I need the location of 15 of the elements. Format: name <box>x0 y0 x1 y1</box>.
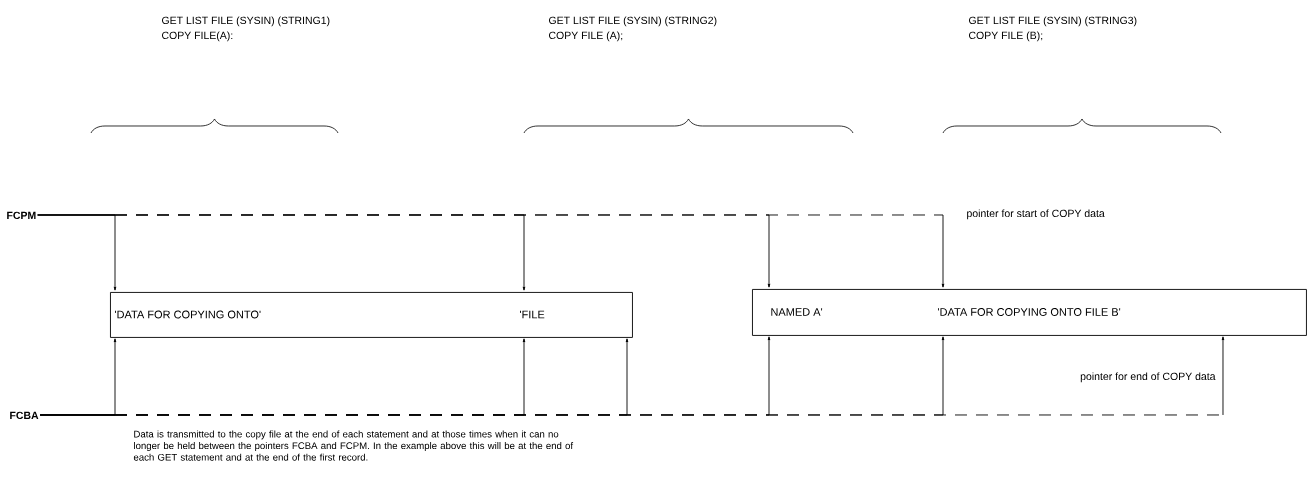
pointer-note: pointer for end of COPY data <box>1080 372 1216 383</box>
pointer-name: FCBA <box>10 411 39 420</box>
pointer-note: pointer for start of COPY data <box>967 209 1105 220</box>
pointer-name: FCPM <box>7 211 36 220</box>
note-paragraph: Data is transmitted to the copy file at the end of each statement and at those times when it can no longer be held between the pointers FCBA and FCPM. In the example above this will be at the end of each GET statement and at the end of the first record. <box>133 430 574 461</box>
pointer-arrow <box>114 214 945 288</box>
code-line: GET LIST FILE (SYSIN) (STRING2) <box>549 16 717 27</box>
code-line: GET LIST FILE (SYSIN) (STRING1) <box>162 16 330 27</box>
pointer-arrow <box>114 336 1225 416</box>
code-line: GET LIST FILE (SYSIN) (STRING3) <box>969 16 1137 27</box>
buffer-box: NAMED A' 'DATA FOR COPYING ONTO FILE B' <box>752 289 1307 336</box>
buffer-box: 'DATA FOR COPYING ONTO' 'FILE <box>110 292 633 338</box>
code-line: COPY FILE(A): <box>162 31 233 42</box>
code-line: COPY FILE (B); <box>969 31 1043 42</box>
code-line: COPY FILE (A); <box>549 31 623 42</box>
